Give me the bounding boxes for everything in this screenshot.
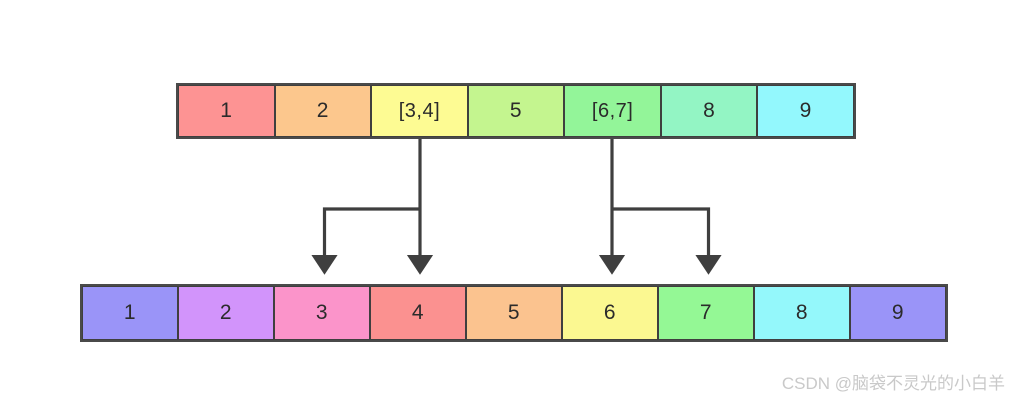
expanded-array-cell: 9 bbox=[850, 286, 946, 340]
expanded-array-cell: 5 bbox=[466, 286, 562, 340]
merged-array-cell: 8 bbox=[660, 85, 758, 137]
expanded-array-cell: 7 bbox=[658, 286, 754, 340]
expanded-array-cell: 1 bbox=[82, 286, 178, 340]
connector-3-4 bbox=[311, 139, 434, 275]
expanded-array-cell: 6 bbox=[562, 286, 658, 340]
connector-6-7 bbox=[598, 139, 722, 275]
merged-array-cell: 2 bbox=[274, 85, 372, 137]
merged-array-cell: 5 bbox=[467, 85, 565, 137]
expanded-array-cell: 8 bbox=[754, 286, 850, 340]
merged-array-cell: [3,4] bbox=[371, 85, 468, 137]
csdn-watermark: CSDN @脑袋不灵光的小白羊 bbox=[781, 374, 1005, 393]
merged-array-cell: 1 bbox=[178, 85, 275, 137]
expanded-array-cell: 4 bbox=[370, 286, 466, 340]
expanded-array-cell: 2 bbox=[178, 286, 274, 340]
merged-array-cell: 9 bbox=[757, 85, 855, 137]
merged-array-cell: [6,7] bbox=[564, 85, 661, 137]
expanded-array-cell: 3 bbox=[274, 286, 370, 340]
